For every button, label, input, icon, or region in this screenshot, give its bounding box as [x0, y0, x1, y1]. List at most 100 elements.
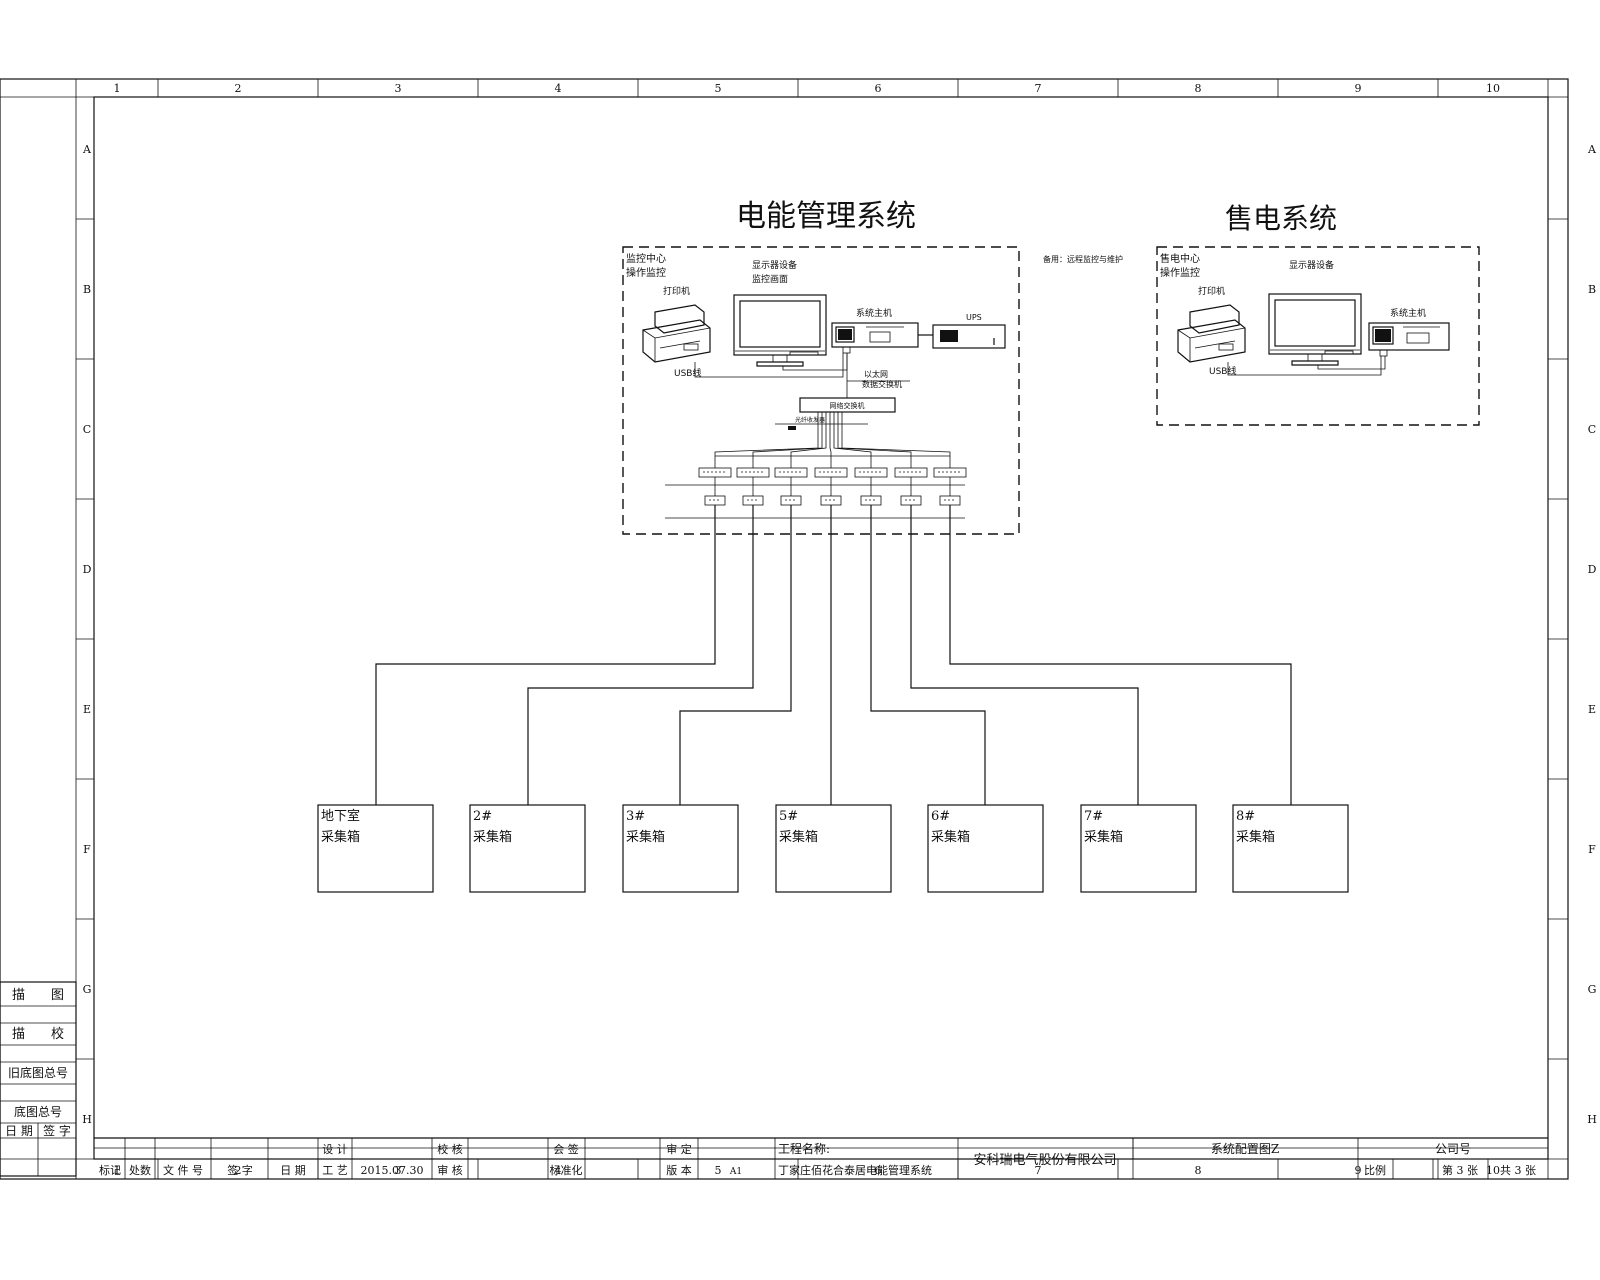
stamp-base-no: 底图总号: [14, 1104, 62, 1119]
row-label: C: [1588, 423, 1596, 436]
box-label-line1: 6#: [931, 809, 950, 824]
converter-module: [894, 467, 928, 478]
tb-version: 版 本: [666, 1163, 692, 1177]
monitor-icon: 显示器设备 监控画面: [733, 259, 827, 367]
transceiver-module: [860, 495, 882, 506]
sale-system-region: [1156, 246, 1480, 426]
stamp-date: 日 期: [5, 1124, 33, 1138]
feeder-line: [870, 505, 986, 805]
row-label: B: [83, 283, 91, 296]
sale-usb-wire: [1227, 356, 1382, 376]
tb-date-value: 2015.07.30: [361, 1164, 424, 1177]
row-label: A: [82, 143, 92, 156]
row-label: H: [82, 1113, 92, 1126]
sale-printer-label: 打印机: [1198, 285, 1225, 297]
sale-host-icon: 系统主机: [1368, 307, 1450, 357]
converter-module: [854, 467, 888, 478]
tb-count: 处数: [129, 1164, 151, 1177]
sale-printer-icon: 打印机: [1177, 285, 1246, 363]
converter-module: [774, 467, 808, 478]
fan-wire: [790, 412, 827, 468]
col-label: 1: [114, 82, 121, 95]
box-label-line2: 采集箱: [626, 829, 665, 845]
tb-check: 校 核: [437, 1142, 463, 1156]
col-label: 5: [715, 1164, 722, 1177]
sale-monitor-label: 显示器设备: [1289, 259, 1334, 271]
ups-icon: UPS: [932, 313, 1006, 349]
col-label: 7: [1035, 1164, 1042, 1177]
tb-project-name: 丁家庄佰花合泰居电能管理系统: [778, 1163, 932, 1177]
box-label-line1: 2#: [473, 809, 492, 824]
box-label-line2: 采集箱: [779, 829, 818, 845]
row-label: H: [1587, 1113, 1597, 1126]
row-label: A: [1587, 143, 1597, 156]
transceiver-module: [820, 495, 842, 506]
tb-total: 共 3 张: [1500, 1164, 1536, 1177]
sale-room-label-1: 售电中心: [1160, 252, 1200, 265]
feeder-line: [679, 505, 792, 805]
main-room-label-1: 监控中心: [626, 252, 666, 265]
col-label: 10: [1486, 1164, 1500, 1177]
row-label: F: [1588, 843, 1596, 856]
fan-wire: [714, 412, 819, 468]
converter-label: 光纤收发器: [795, 416, 825, 424]
stamp-trace-check: 描 校: [12, 1026, 64, 1042]
col-label: 6: [875, 82, 882, 95]
transceiver-module: [939, 495, 961, 506]
remote-label: 备用：远程监控与维护: [1043, 254, 1123, 264]
tb-review: 审 核: [437, 1163, 463, 1177]
converter-module: [736, 467, 770, 478]
row-label: G: [1588, 983, 1597, 996]
converter-marker: [788, 426, 796, 430]
converter-modules: [698, 467, 967, 506]
ruler-ticks: [76, 79, 1568, 1179]
col-label: 3: [395, 1164, 402, 1177]
box-label-line1: 3#: [626, 809, 645, 824]
box-label-line2: 采集箱: [1236, 829, 1275, 845]
transceiver-module: [704, 495, 726, 506]
feeder-line: [949, 505, 1292, 805]
row-label: D: [1588, 563, 1597, 576]
net-label-2: 数据交换机: [862, 379, 902, 389]
box-label-line2: 采集箱: [931, 829, 970, 845]
box-label-line1: 5#: [779, 809, 798, 824]
tb-design: 设 计: [322, 1143, 348, 1156]
box-label-line2: 采集箱: [321, 829, 360, 845]
sale-system-title: 售电系统: [1225, 202, 1337, 235]
main-system-title: 电能管理系统: [736, 199, 916, 234]
collection-box: [1232, 804, 1349, 893]
ups-label: UPS: [966, 313, 982, 322]
fan-wire: [837, 412, 912, 468]
collection-box: [622, 804, 739, 893]
row-label: C: [83, 423, 91, 436]
col-label: 10: [1486, 82, 1500, 95]
feeder-line: [527, 505, 754, 805]
host-label: 系统主机: [856, 307, 892, 319]
feeder-lines: [375, 505, 1292, 805]
tb-date: 日 期: [280, 1164, 306, 1177]
box-label-line1: 7#: [1084, 809, 1103, 824]
host-icon: 系统主机: [831, 307, 919, 354]
collection-box: [927, 804, 1044, 893]
main-system-region: [622, 246, 1020, 535]
tb-sign: 签 字: [227, 1163, 253, 1177]
col-label: 8: [1195, 1164, 1202, 1177]
fan-wire: [829, 412, 832, 468]
stamp-old-no: 旧底图总号: [8, 1065, 68, 1080]
feeder-line: [910, 505, 1139, 805]
tb-sheet: 第 3 张: [1442, 1163, 1478, 1177]
converter-module: [698, 467, 732, 478]
box-label-line2: 采集箱: [473, 829, 512, 845]
usb-wire: [694, 353, 844, 378]
tb-approve: 审 定: [666, 1142, 692, 1156]
tb-project-label: 工程名称:: [778, 1141, 830, 1156]
tb-company-no: 公司号: [1435, 1142, 1471, 1156]
row-label: G: [83, 983, 92, 996]
tb-craft: 工 艺: [322, 1164, 348, 1177]
col-label: 7: [1035, 82, 1042, 95]
tb-version-value: A1: [729, 1167, 742, 1177]
tb-company: 安科瑞电气股份有限公司: [973, 1152, 1116, 1168]
col-label: 9: [1355, 82, 1362, 95]
